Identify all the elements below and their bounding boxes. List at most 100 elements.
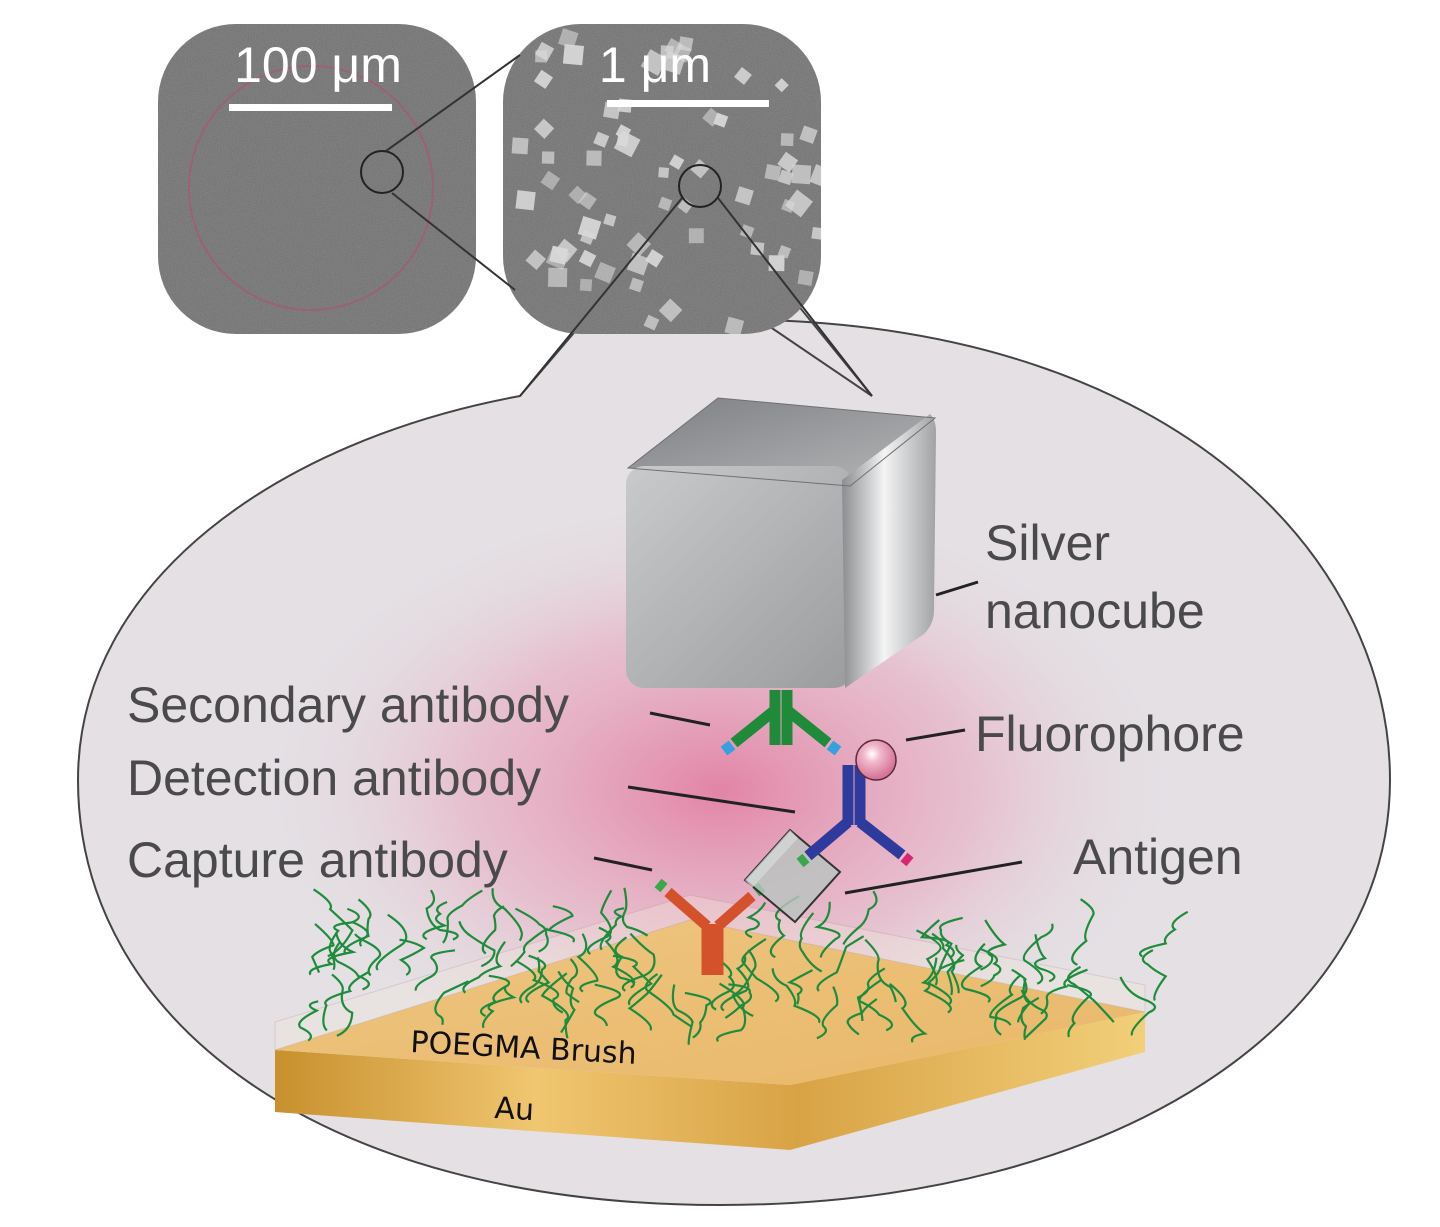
fluorophore-label: Fluorophore bbox=[975, 706, 1245, 762]
polymer-strand bbox=[434, 980, 469, 1025]
polymer-strand bbox=[931, 932, 960, 994]
polymer-strand bbox=[889, 983, 928, 1043]
nanocube-particle bbox=[734, 186, 754, 206]
zoom-circle-left bbox=[360, 150, 404, 194]
polymer-strand bbox=[979, 919, 1008, 971]
nanocube-particle bbox=[645, 249, 664, 268]
polymer-strand bbox=[312, 888, 354, 958]
polymer-strand bbox=[621, 932, 656, 992]
nanocube-particle bbox=[797, 269, 814, 286]
polymer-strand bbox=[322, 970, 370, 1032]
polymer-strand bbox=[846, 998, 878, 1036]
polymer-strand bbox=[1138, 910, 1189, 958]
nanocube-particle bbox=[690, 159, 710, 179]
polymer-strand bbox=[510, 927, 549, 968]
polymer-strand bbox=[771, 968, 821, 1024]
polymer-strand bbox=[482, 985, 517, 1029]
nanocube-particle bbox=[734, 66, 752, 85]
nanocube-particle bbox=[562, 44, 585, 66]
polymer-strand bbox=[1066, 984, 1093, 1038]
polymer-strand bbox=[565, 958, 580, 1004]
polymer-strand bbox=[422, 900, 448, 941]
nanocube-particle bbox=[613, 130, 641, 158]
fluorophore-sphere bbox=[855, 739, 897, 781]
nanocube-particle bbox=[511, 137, 529, 155]
detection-antibody bbox=[796, 765, 914, 868]
polymer-strand bbox=[479, 974, 511, 1017]
polymer-strand bbox=[724, 983, 753, 1019]
nanocube-particle bbox=[549, 245, 569, 265]
polymer-strand bbox=[920, 957, 952, 1014]
polymer-strand bbox=[1141, 949, 1168, 1001]
nanocube-particle bbox=[540, 170, 561, 191]
polymer-strand bbox=[786, 969, 814, 1005]
polymer-strand bbox=[310, 923, 335, 974]
nanocube-particle bbox=[658, 167, 670, 178]
nanocube-particle bbox=[688, 228, 704, 244]
polymer-strand bbox=[744, 901, 767, 939]
capture-antibody bbox=[654, 878, 766, 975]
polymer-strand bbox=[1067, 965, 1115, 1023]
polymer-strand bbox=[813, 901, 841, 958]
polymer-strand bbox=[442, 889, 483, 944]
nanocube-particle bbox=[535, 50, 548, 63]
polymer-strand bbox=[458, 920, 496, 968]
capture-antibody-label: Capture antibody bbox=[127, 832, 508, 888]
polymer-strand bbox=[1071, 898, 1095, 966]
polymer-strand bbox=[716, 982, 747, 1043]
nanocube-particle bbox=[568, 185, 587, 205]
nanocube-particle bbox=[643, 314, 660, 331]
silver-nanocube bbox=[626, 397, 937, 688]
nanocube-particle bbox=[777, 245, 792, 259]
polymer-strand bbox=[816, 935, 865, 992]
polymer-strand bbox=[989, 974, 1021, 1026]
polymer-strand bbox=[741, 938, 780, 1003]
nanocube-particle bbox=[724, 316, 745, 334]
polymer-strand bbox=[684, 991, 712, 1039]
polymer-strand bbox=[586, 889, 613, 955]
nanocube-particle bbox=[515, 190, 536, 211]
polymer-strand bbox=[621, 887, 649, 937]
polymer-strand bbox=[525, 956, 551, 1004]
polymer-strand bbox=[960, 942, 991, 1003]
polymer-strand bbox=[414, 949, 456, 991]
nanocube-particle bbox=[811, 226, 821, 240]
micrograph-right: 1 μm bbox=[503, 24, 821, 334]
polymer-strand bbox=[1119, 976, 1157, 1036]
nanocube-particle bbox=[626, 232, 651, 257]
polymer-strand bbox=[1022, 923, 1054, 985]
polymer-strand bbox=[798, 912, 823, 973]
polymer-strand bbox=[515, 907, 549, 953]
nanocube-particle bbox=[586, 150, 602, 166]
polymer-strand bbox=[980, 947, 1002, 988]
antigen-label: Antigen bbox=[1073, 829, 1243, 885]
polymer-strand bbox=[576, 933, 599, 993]
poegma-polymer-brush bbox=[298, 887, 1189, 1045]
polymer-strand bbox=[614, 936, 635, 989]
nanocube-particle bbox=[593, 131, 610, 148]
nanocube-particle bbox=[629, 277, 644, 293]
polymer-strand bbox=[644, 973, 692, 1028]
zoom-circle-right bbox=[678, 164, 722, 208]
polymer-strand bbox=[916, 929, 942, 986]
polymer-strand bbox=[519, 954, 547, 1004]
nanocube-particle bbox=[603, 213, 617, 227]
polymer-strand bbox=[354, 933, 382, 977]
polymer-strand bbox=[328, 921, 356, 971]
polymer-strand bbox=[612, 954, 653, 1006]
polymer-strand bbox=[671, 984, 694, 1045]
nanocube-particle bbox=[594, 261, 616, 284]
nanocube-particle bbox=[579, 278, 593, 292]
polymer-strand bbox=[993, 978, 1028, 1036]
secondary-antibody-label: Secondary antibody bbox=[127, 677, 569, 733]
zoom-connectors bbox=[385, 54, 873, 397]
label-leader-lines bbox=[593, 580, 1023, 895]
polymer-strand bbox=[593, 983, 622, 1027]
nanocube-particle bbox=[577, 216, 602, 240]
polymer-strand bbox=[1034, 934, 1056, 983]
polymer-strand bbox=[1040, 968, 1088, 1015]
polymer-strand bbox=[708, 952, 735, 1011]
nanocube-particle bbox=[547, 267, 568, 288]
polymer-strand bbox=[816, 986, 839, 1040]
